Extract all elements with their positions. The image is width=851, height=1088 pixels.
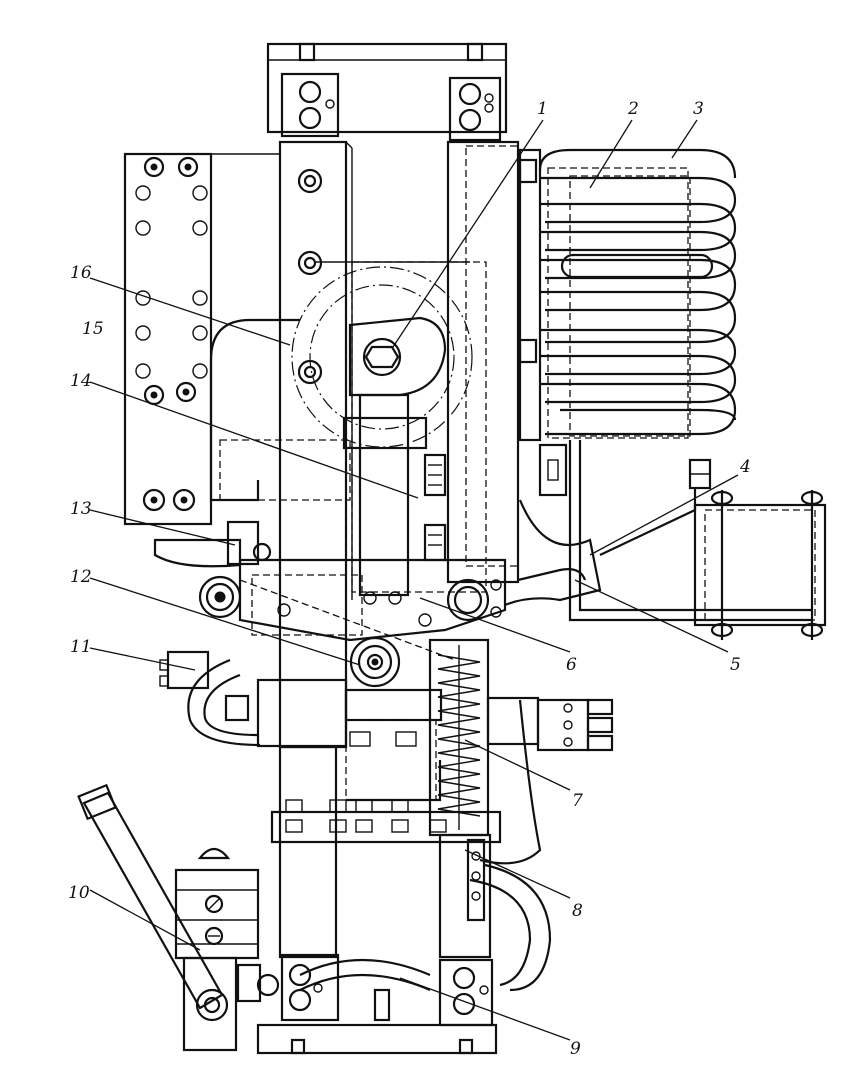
callout-13: 13 [70, 499, 92, 519]
control-switch [77, 783, 280, 1052]
callout-1: 1 [537, 99, 548, 119]
callout-9: 9 [570, 1039, 581, 1059]
wiring [187, 658, 552, 992]
callout-2: 2 [627, 99, 639, 119]
blowout-coil [518, 148, 737, 442]
callout-16: 16 [70, 263, 92, 283]
roller [349, 636, 401, 688]
callout-11: 11 [70, 637, 92, 657]
callout-3: 3 [693, 99, 704, 119]
lower-block [256, 678, 443, 802]
auxiliary-contacts [486, 696, 614, 752]
lower-mid-frame [270, 799, 502, 844]
callout-8: 8 [572, 901, 583, 921]
callout-10: 10 [68, 883, 90, 903]
right-upright [446, 76, 520, 584]
spring [428, 638, 490, 837]
bottom-mounting-plate [256, 953, 498, 1055]
arc-chute-frame [568, 440, 827, 640]
callout-5: 5 [730, 655, 741, 675]
callout-4: 4 [739, 457, 751, 477]
callout-14: 14 [70, 371, 92, 391]
contact-assembly [504, 443, 602, 607]
callouts: 1 2 3 4 5 6 7 8 9 10 11 12 13 14 15 16 [68, 99, 751, 1059]
callout-12: 12 [70, 567, 92, 587]
curved-bracket [209, 318, 300, 470]
top-mounting-plate [266, 42, 508, 134]
upright-bolts [297, 168, 323, 385]
left-upright [278, 72, 353, 749]
leader-lines [89, 119, 739, 1041]
callout-6: 6 [566, 655, 577, 675]
lower-left-column [278, 745, 492, 959]
armature-circle [291, 261, 473, 448]
callout-7: 7 [572, 791, 583, 811]
terminal-panel [123, 152, 280, 526]
main-arm [198, 558, 507, 661]
armature-lever [348, 316, 447, 597]
callout-15: 15 [82, 319, 104, 339]
